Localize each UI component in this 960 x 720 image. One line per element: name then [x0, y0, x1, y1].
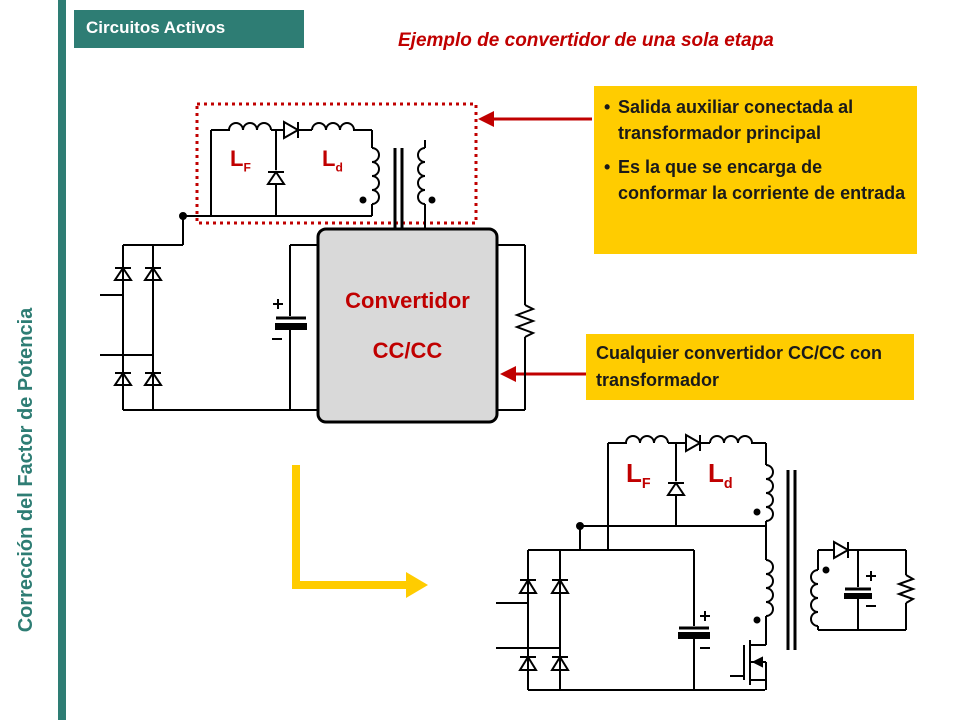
note-bullet-2-text: Es la que se encarga de conformar la cor… — [618, 157, 906, 203]
load-resistor-top — [514, 304, 536, 338]
inductor-ld-bottom — [709, 435, 766, 444]
converter-block — [316, 227, 499, 424]
note-bullet-1: •Salida auxiliar conectada al transforma… — [604, 94, 907, 146]
arrow-head-converter — [500, 366, 516, 382]
transition-arrow — [292, 465, 412, 589]
section-badge: Circuitos Activos — [74, 10, 304, 48]
ld-label-top: Ld — [322, 146, 343, 175]
note-bullet-2: •Es la que se encarga de conformar la co… — [604, 154, 907, 206]
converter-note: Cualquier convertidor CC/CC con transfor… — [586, 334, 914, 400]
sidebar-bar — [58, 0, 66, 720]
diode-series-bottom — [685, 433, 703, 453]
inductor-ld-top — [311, 122, 372, 131]
note-bullet-1-text: Salida auxiliar conectada al transformad… — [618, 97, 854, 143]
inductor-lf-bottom — [608, 435, 669, 444]
output-diode — [833, 540, 851, 560]
bridge-rectifier-bottom — [496, 549, 765, 691]
diode-series-top — [283, 120, 301, 140]
arrow-head-aux — [478, 111, 494, 127]
transformer-primary-bottom — [765, 559, 774, 617]
lf-label-top: LF — [230, 146, 251, 175]
diode-shunt-bottom — [666, 481, 686, 496]
ld-label-bottom: Ld — [708, 458, 733, 493]
bridge-rectifier-top — [100, 244, 290, 411]
converter-label-line1: Convertidor — [345, 288, 470, 313]
transformer-secondary-bottom — [810, 569, 819, 627]
converter-label-line2: CC/CC — [372, 338, 443, 363]
transformer-aux-winding — [371, 147, 380, 205]
aux-output-note: •Salida auxiliar conectada al transforma… — [594, 86, 917, 254]
inductor-lf-top — [211, 122, 272, 131]
output-load-resistor — [896, 574, 916, 604]
aux-output-box — [195, 102, 478, 225]
slide-title: Ejemplo de convertidor de una sola etapa — [398, 30, 774, 51]
lf-label-bottom: LF — [626, 458, 651, 493]
mosfet-switch — [730, 640, 767, 690]
transformer-aux-winding-bottom — [765, 464, 774, 522]
transformer-sec-winding — [417, 147, 426, 205]
diode-shunt-top — [266, 170, 286, 185]
